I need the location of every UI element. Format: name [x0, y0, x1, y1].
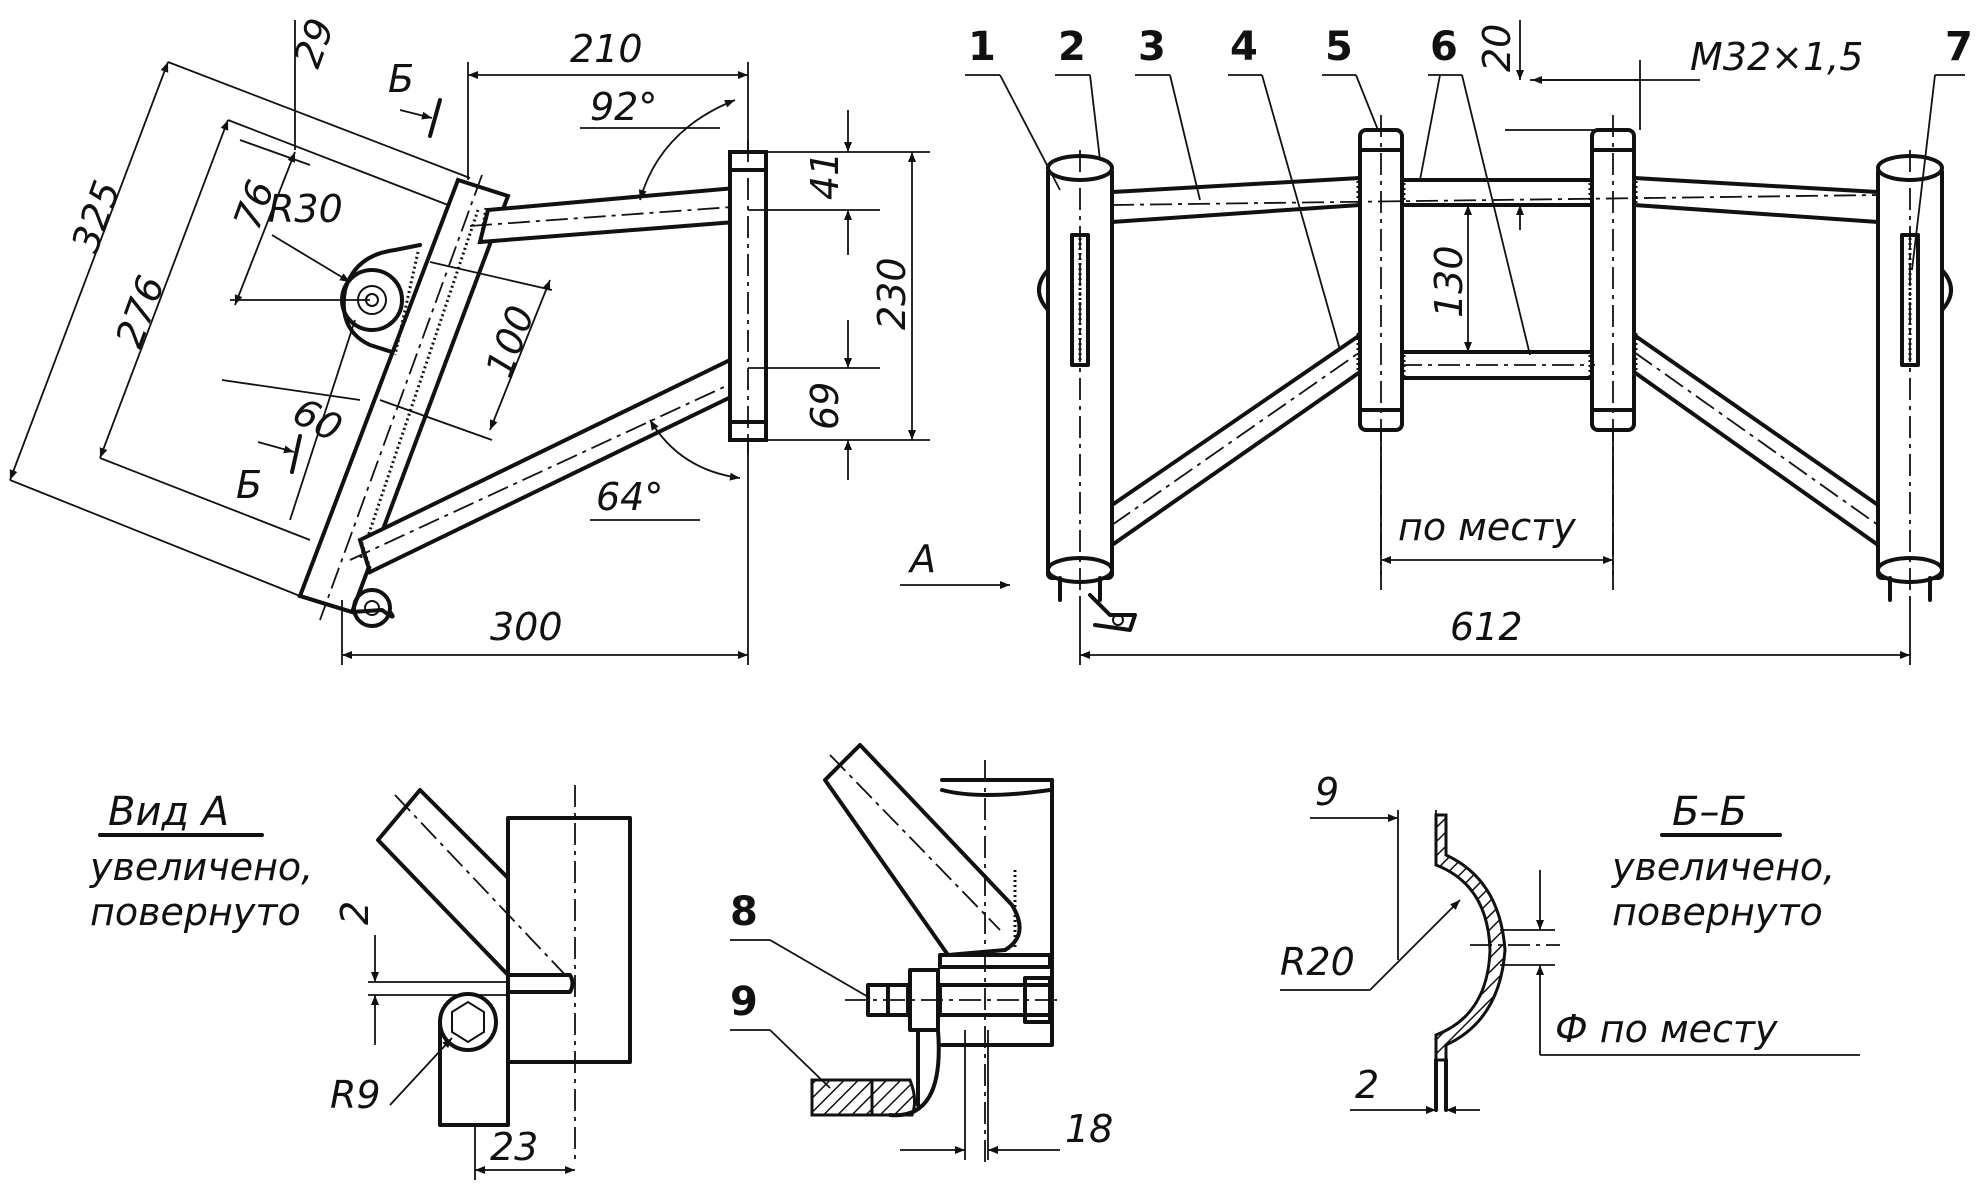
dim-thread: M32×1,5 [1530, 35, 1863, 130]
section-dim-2: 2 [1350, 1063, 1480, 1114]
section-bb-note-2: повернуто [1612, 890, 1823, 934]
callout-7: 7 [1945, 24, 1973, 70]
dim-130: 130 [1427, 205, 1472, 352]
view-a-note-1: увеличено, [89, 845, 313, 889]
diagonal-tubes [1110, 331, 1880, 549]
section-mark-top-label: Б [388, 57, 414, 101]
dim-210: 210 [467, 27, 749, 180]
section-bb: Б–Б увеличено, повернуто 9 R20 2 [1280, 770, 1860, 1114]
detail-dim-18-label: 18 [1065, 1107, 1113, 1151]
dim-20-label: 20 [1475, 24, 1519, 72]
callout-1: 1 [968, 24, 996, 70]
callout-3: 3 [1138, 24, 1166, 70]
section-dim-9-label: 9 [1315, 770, 1339, 814]
section-mark-bottom-label: Б [236, 463, 262, 507]
detail-callout-8: 8 [730, 889, 871, 999]
section-dim-2-label: 2 [1355, 1063, 1379, 1107]
dim-210-label: 210 [570, 27, 643, 71]
dim-29-label: 29 [285, 13, 343, 73]
section-dim-9: 9 [1310, 770, 1437, 960]
side-view: 325 276 29 76 R30 60 [9, 13, 930, 665]
dim-in-place: по месту [1380, 430, 1614, 575]
angle-64-label: 64° [596, 475, 663, 519]
dim-100-label: 100 [477, 300, 543, 383]
view-a: Вид А увеличено, повернуто 2 R9 23 [89, 785, 632, 1180]
upper-tube [469, 185, 761, 245]
section-dim-diameter: Ф по месту [1500, 870, 1860, 1056]
clamp-detail: 8 9 18 [730, 743, 1113, 1165]
view-a-note-2: повернуто [90, 890, 301, 934]
dim-thread-label: M32×1,5 [1690, 35, 1863, 79]
part-callouts: 1 2 3 4 5 6 7 [965, 24, 1973, 356]
section-bb-note-1: увеличено, [1611, 845, 1835, 889]
view-a-dim-23-label: 23 [490, 1125, 538, 1169]
dim-300-label: 300 [490, 605, 563, 649]
callout-6: 6 [1430, 24, 1458, 70]
dim-325-label: 325 [63, 175, 129, 258]
view-a-dim-23: 23 [474, 1125, 575, 1180]
view-arrow-a-label: А [907, 537, 936, 581]
view-a-dim-2-label: 2 [333, 901, 377, 925]
dim-230-label: 230 [870, 257, 914, 330]
dim-612-label: 612 [1450, 605, 1523, 649]
dim-69: 69 [748, 320, 880, 480]
view-a-dim-r9-label: R9 [330, 1073, 381, 1117]
dim-69-label: 69 [803, 382, 847, 430]
lower-cross-tube [1400, 350, 1595, 380]
section-mark-top: Б [388, 57, 442, 138]
left-pillar [1037, 150, 1137, 632]
dim-130-label: 130 [1427, 245, 1471, 318]
view-a-title: Вид А [108, 789, 229, 835]
callout-4: 4 [1230, 24, 1258, 70]
dim-in-place-label: по месту [1398, 505, 1576, 549]
dim-612: 612 [1079, 600, 1911, 665]
view-a-dim-r9: R9 [330, 1037, 453, 1117]
section-dim-diameter-label: Ф по месту [1555, 1007, 1778, 1051]
vertical-bushing [728, 140, 768, 455]
angle-64: 64° [590, 419, 741, 521]
lower-eye [298, 588, 395, 628]
dim-230: 230 [766, 152, 930, 441]
dim-r30-label: R30 [268, 187, 343, 231]
detail-dim-18: 18 [900, 1030, 1113, 1160]
view-arrow-a: А [900, 537, 1010, 589]
detail-callout-9: 9 [730, 979, 831, 1089]
angle-92: 92° [580, 85, 736, 201]
dim-41-label: 41 [803, 152, 847, 200]
angle-92-label: 92° [590, 85, 657, 129]
dim-276-label: 276 [107, 270, 173, 353]
section-bb-title: Б–Б [1672, 789, 1747, 835]
section-dim-r20-label: R20 [1280, 940, 1355, 984]
dim-41: 41 [748, 110, 930, 255]
callout-5: 5 [1325, 24, 1353, 70]
view-a-dim-2: 2 [333, 901, 508, 1045]
dim-20: 20 [1475, 20, 1600, 230]
callout-9: 9 [730, 979, 758, 1025]
front-view: 1 2 3 4 5 6 7 [900, 20, 1973, 665]
dim-60-label: 60 [286, 389, 349, 451]
upper-tubes [1110, 175, 1880, 225]
section-dim-r20: R20 [1280, 899, 1461, 991]
dim-29: 29 [239, 13, 343, 166]
inner-bushing-right [1590, 115, 1636, 590]
dim-300: 300 [341, 440, 749, 665]
right-pillar [1876, 150, 1953, 602]
section-mark-bottom: Б [236, 434, 302, 507]
callout-2: 2 [1058, 24, 1086, 70]
dim-r30: R30 [268, 187, 351, 283]
callout-8: 8 [730, 889, 758, 935]
